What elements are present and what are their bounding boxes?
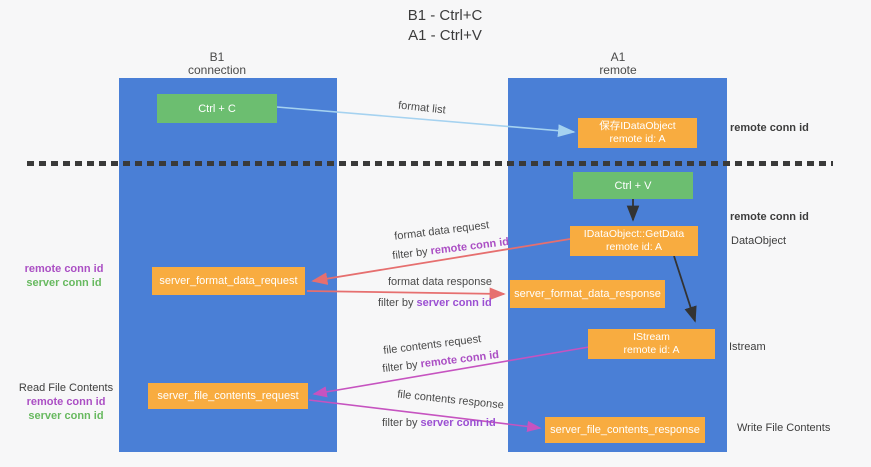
format-data-request-arrow	[311, 238, 571, 285]
left-conn-id-block-bottom: Read File Contents remote conn id server…	[14, 381, 118, 423]
title-line-2: A1 - Ctrl+V	[408, 27, 482, 44]
node-server-file-contents-response: server_file_contents_response	[545, 417, 705, 443]
node-server-format-data-request: server_format_data_request	[152, 267, 305, 295]
diagram-title: B1 - Ctrl+C A1 - Ctrl+V	[330, 6, 560, 46]
label-write-file-contents: Write File Contents	[737, 422, 831, 434]
node-getdata-line2: remote id: A	[605, 241, 663, 253]
label-left-remote-conn-id-top: remote conn id	[24, 263, 104, 275]
label-right-remote-conn-id-top: remote conn id	[730, 122, 809, 134]
node-file-request-label: server_file_contents_request	[157, 390, 299, 402]
label-right-remote-conn-id-mid: remote conn id	[730, 211, 809, 223]
node-ctrl-c-label: Ctrl + C	[198, 102, 236, 115]
label-server-conn-id-1: server conn id	[416, 297, 492, 309]
label-left-server-conn-id-bottom: server conn id	[28, 410, 104, 422]
format-data-response-arrow	[306, 287, 506, 301]
label-server-conn-id-2: server conn id	[420, 417, 496, 429]
node-server-file-contents-request: server_file_contents_request	[148, 383, 308, 409]
format-list-arrow	[276, 106, 576, 138]
column-b1-subtitle: connection	[187, 63, 247, 77]
column-header-a1: A1 remote	[558, 51, 678, 77]
label-left-remote-conn-id-bottom: remote conn id	[26, 396, 106, 408]
getdata-to-istream-arrow	[673, 255, 697, 323]
node-ctrl-c: Ctrl + C	[157, 94, 277, 123]
column-b1-name: B1	[209, 50, 225, 64]
file-contents-response-arrow	[308, 399, 542, 433]
node-format-response-label: server_format_data_response	[514, 288, 661, 300]
node-server-format-data-response: server_format_data_response	[510, 280, 665, 308]
node-istream-line1: IStream	[633, 331, 670, 343]
column-header-b1: B1 connection	[157, 51, 277, 77]
column-a1-name: A1	[610, 50, 626, 64]
label-istream: Istream	[729, 341, 766, 353]
label-filter-by-2: filter by	[378, 297, 417, 309]
node-istream: IStream remote id: A	[588, 329, 715, 359]
column-a1-subtitle: remote	[599, 63, 637, 77]
left-conn-id-block-top: remote conn id server conn id	[12, 262, 116, 290]
label-read-file-contents: Read File Contents	[18, 382, 114, 394]
session-divider-dashed-line	[27, 161, 833, 166]
label-dataobject: DataObject	[731, 235, 787, 247]
label-file-response-filter: filter by server conn id	[382, 417, 496, 429]
node-istream-line2: remote id: A	[623, 344, 680, 356]
node-file-response-label: server_file_contents_response	[550, 424, 700, 436]
node-save-idataobject-line2: remote id: A	[609, 133, 666, 145]
node-format-request-label: server_format_data_request	[159, 275, 298, 287]
label-format-response-filter: filter by server conn id	[378, 297, 492, 309]
title-line-1: B1 - Ctrl+C	[407, 7, 483, 24]
node-getdata-line1: IDataObject::GetData	[583, 228, 685, 240]
node-save-idataobject: 保存IDataObject remote id: A	[578, 118, 697, 148]
label-filter-by-4: filter by	[382, 417, 421, 429]
node-save-idataobject-line1: 保存IDataObject	[599, 120, 676, 132]
label-left-server-conn-id-top: server conn id	[26, 277, 102, 289]
node-ctrl-v: Ctrl + V	[573, 172, 693, 199]
label-format-data-response: format data response	[388, 276, 492, 288]
node-ctrl-v-label: Ctrl + V	[614, 179, 652, 192]
file-contents-request-arrow	[312, 346, 590, 398]
node-idataobject-getdata: IDataObject::GetData remote id: A	[570, 226, 698, 256]
